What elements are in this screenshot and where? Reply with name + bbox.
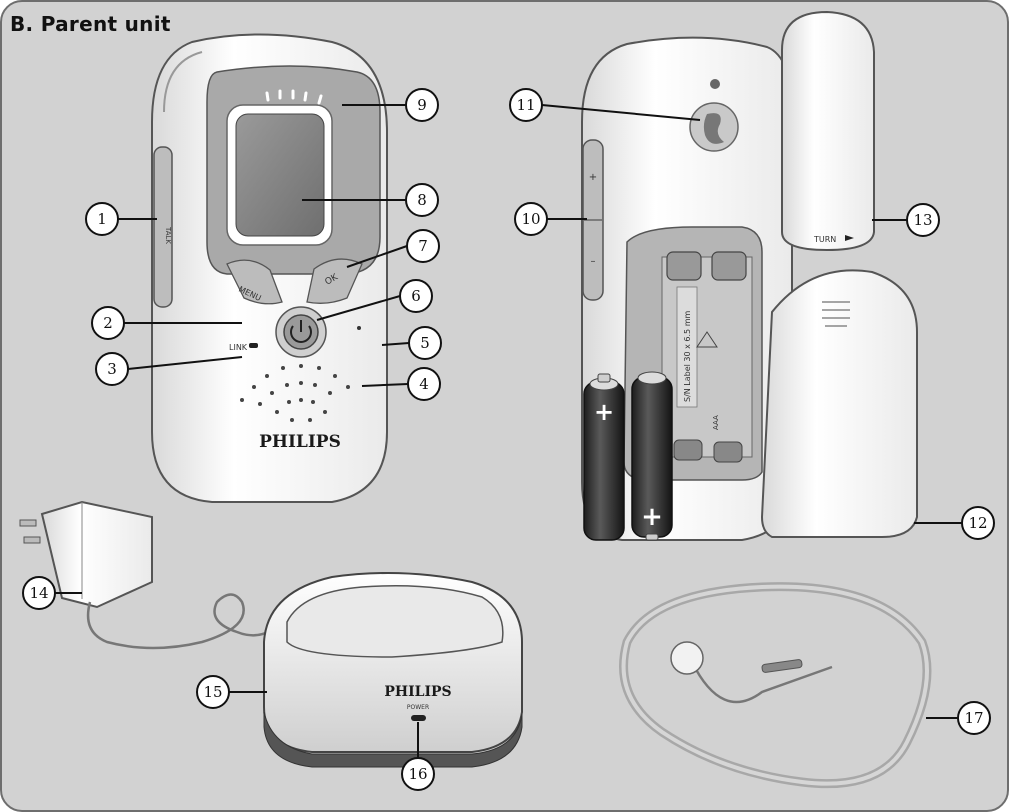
battery-cover <box>760 269 918 538</box>
callout-10: 10 <box>514 202 548 236</box>
svg-text:11: 11 <box>516 96 535 114</box>
power-label: POWER <box>407 704 429 711</box>
speaker-grille <box>240 364 350 422</box>
callout-14: 14 <box>22 576 56 610</box>
svg-text:5: 5 <box>420 334 430 352</box>
parent-unit-back: + – S/N Label 30 x 6.5 mm AAA + <box>581 36 793 541</box>
svg-text:2: 2 <box>103 314 113 332</box>
ok-button <box>306 258 363 304</box>
belt-clip: TURN <box>781 10 875 252</box>
battery-2-plus: + <box>641 502 663 532</box>
diagram-title: B. Parent unit <box>10 12 171 36</box>
svg-text:8: 8 <box>417 191 427 209</box>
svg-text:10: 10 <box>521 210 540 228</box>
adapter-cable <box>86 593 283 650</box>
callout-16: 16 <box>401 757 435 791</box>
parent-unit-front: TALK MENU OK LINK <box>151 33 388 503</box>
volume-down-label: – <box>591 256 596 267</box>
svg-text:1: 1 <box>97 210 107 228</box>
svg-text:13: 13 <box>913 211 932 229</box>
charging-cradle: PHILIPS POWER <box>263 572 523 768</box>
svg-text:4: 4 <box>419 375 429 393</box>
svg-text:16: 16 <box>408 765 427 783</box>
sn-label: S/N Label 30 x 6.5 mm <box>683 311 692 402</box>
callout-12: 12 <box>961 506 995 540</box>
callout-6: 6 <box>399 279 433 313</box>
power-led <box>411 715 426 721</box>
brand-logo: PHILIPS <box>259 432 341 452</box>
cradle-brand: PHILIPS <box>384 684 451 700</box>
sound-level-lights <box>265 89 323 105</box>
talk-label: TALK <box>164 226 172 244</box>
menu-button <box>226 259 283 305</box>
leader-lines <box>55 104 962 758</box>
link-label: LINK <box>229 343 248 352</box>
svg-text:6: 6 <box>411 287 421 305</box>
callout-13: 13 <box>906 203 940 237</box>
aaa-label: AAA <box>712 415 720 430</box>
svg-text:3: 3 <box>107 360 117 378</box>
display-screen <box>235 113 325 237</box>
svg-text:14: 14 <box>29 584 48 602</box>
callout-15: 15 <box>196 675 230 709</box>
svg-text:17: 17 <box>964 709 983 727</box>
talk-button <box>153 146 173 308</box>
callout-9: 9 <box>405 88 439 122</box>
svg-text:7: 7 <box>418 237 428 255</box>
callout-4: 4 <box>407 367 441 401</box>
microphone-hole <box>357 326 361 330</box>
callout-11: 11 <box>509 88 543 122</box>
power-adapter <box>19 500 283 650</box>
callout-3: 3 <box>95 352 129 386</box>
svg-text:15: 15 <box>203 683 222 701</box>
battery-1-plus: + <box>594 398 614 426</box>
aaa-batteries: + + <box>583 371 673 541</box>
link-led <box>249 343 258 348</box>
volume-up-label: + <box>589 172 597 183</box>
svg-text:12: 12 <box>968 514 987 532</box>
callout-7: 7 <box>406 229 440 263</box>
turn-label: TURN <box>813 235 836 244</box>
callout-2: 2 <box>91 306 125 340</box>
callout-markers: 1 2 3 4 5 6 7 8 9 10 11 12 13 14 15 16 1… <box>22 88 995 791</box>
callout-8: 8 <box>405 183 439 217</box>
callout-5: 5 <box>408 326 442 360</box>
callout-17: 17 <box>957 701 991 735</box>
callout-1: 1 <box>85 202 119 236</box>
neck-cord <box>619 582 932 789</box>
svg-text:9: 9 <box>417 96 427 114</box>
